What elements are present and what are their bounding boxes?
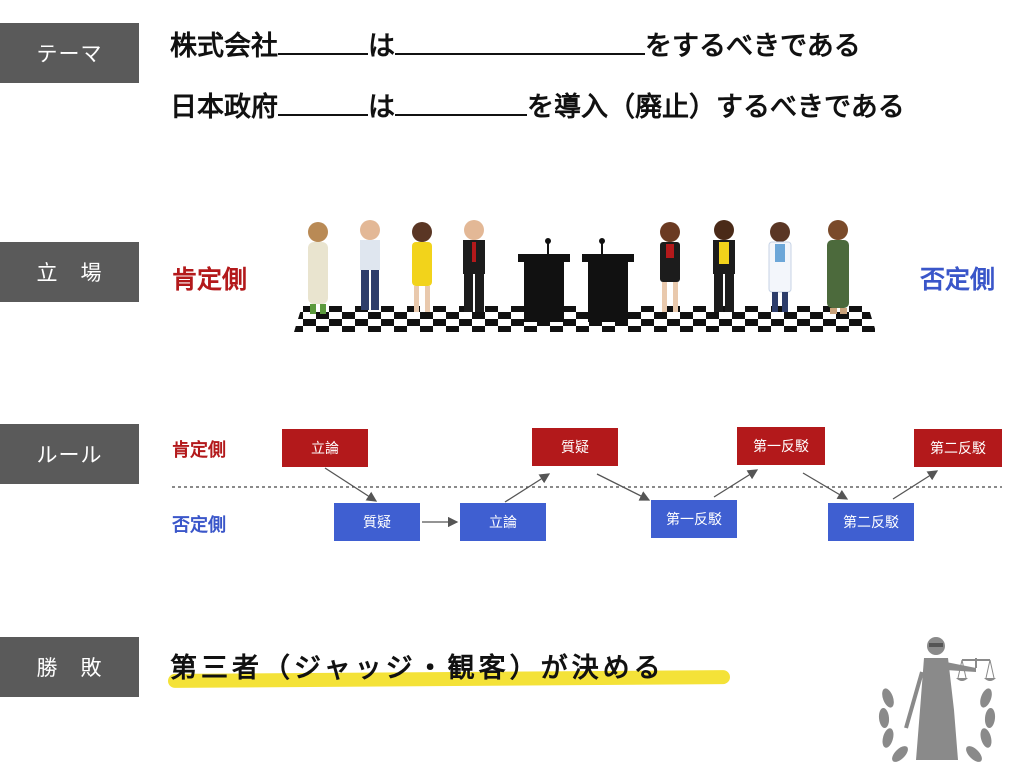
label-stance: 立 場: [0, 242, 139, 302]
character-7: [768, 222, 792, 312]
blank: [278, 90, 368, 116]
rules-affirmative-label: 肯定側: [172, 440, 226, 461]
theme-line-2-predicate: を導入（廃止）するべきである: [527, 92, 905, 123]
theme-line-2: 日本政府 は を導入（廃止）するべきである: [170, 85, 905, 124]
step-neg-constructive: 立論: [460, 503, 546, 541]
rules-negative-label: 否定側: [172, 515, 226, 536]
flow-arrow: [802, 472, 849, 500]
character-3: [412, 222, 432, 312]
stance-negative: 否定側: [920, 265, 996, 294]
label-outcome: 勝 敗: [0, 637, 139, 697]
step-neg-second-rebuttal: 第二反駁: [828, 503, 914, 541]
theme-line-1-subject: 株式会社: [170, 31, 278, 62]
blank: [395, 29, 645, 55]
character-2: [360, 220, 380, 310]
stance-affirmative: 肯定側: [172, 265, 248, 294]
checkered-floor: [294, 306, 876, 332]
step-aff-first-rebuttal: 第一反駁: [737, 427, 825, 465]
step-aff-constructive: 立論: [282, 429, 368, 467]
step-aff-cross-exam: 質疑: [532, 428, 618, 466]
step-neg-first-rebuttal: 第一反駁: [651, 500, 737, 538]
theme-line-1-particle: は: [368, 31, 395, 62]
theme-line-2-particle: は: [368, 92, 395, 123]
flow-arrow: [892, 470, 939, 500]
flow-arrow: [713, 469, 759, 498]
debate-stage-illustration: [294, 220, 876, 332]
character-1: [308, 222, 328, 314]
step-neg-cross-exam: 質疑: [334, 503, 420, 541]
podium-right: [582, 238, 634, 322]
theme-line-1-predicate: をするべきである: [645, 31, 861, 62]
podium-left: [518, 238, 570, 322]
blank: [395, 90, 527, 116]
label-theme: テーマ: [0, 23, 139, 83]
character-5: [660, 222, 680, 312]
flow-arrow: [504, 473, 551, 503]
verdict-text: 第三者（ジャッジ・観客）が決める: [170, 653, 665, 684]
label-rules: ルール: [0, 424, 139, 484]
blank: [278, 29, 368, 55]
character-4: [463, 220, 485, 312]
character-8: [827, 220, 849, 314]
character-6: [713, 220, 735, 312]
theme-line-1: 株式会社 は をするべきである: [170, 24, 861, 63]
lady-justice-icon: [878, 637, 996, 762]
theme-line-2-subject: 日本政府: [170, 92, 278, 123]
flow-arrow: [596, 473, 651, 501]
flow-arrow: [324, 467, 378, 502]
step-aff-second-rebuttal: 第二反駁: [914, 429, 1002, 467]
